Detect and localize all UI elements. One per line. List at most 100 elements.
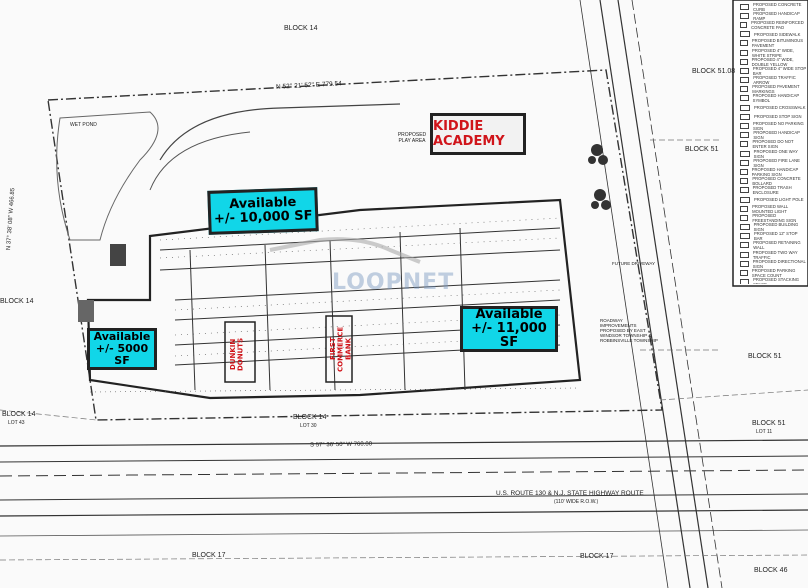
legend-label: PROPOSED HANDICAP SYMBOL [752,93,800,104]
bank-building [325,315,353,383]
legend-label: PROPOSED DIRECTIONAL SIGN [752,258,806,269]
legend-label: PROPOSED CONCRETE BOLLARD [752,176,801,187]
legend-swatch-icon [740,49,749,56]
play-area-label: PROPOSED PLAY AREA [397,132,427,144]
legend-swatch-icon [740,12,750,19]
legend-label: PROPOSED ONE WAY SIGN [753,148,798,159]
lot-label: LOT 43 [8,420,25,426]
legend-label: PROPOSED PARKING SPACE COUNT [751,268,796,279]
block-label: BLOCK 51 [685,146,719,153]
legend-item: PROPOSED TWO WAY TRAFFIC [734,249,807,260]
block-label: BLOCK 17 [192,552,226,559]
legend-item: PROPOSED CONCRETE BOLLARD [734,176,807,187]
legend-swatch-icon [740,168,748,175]
legend-item: PROPOSED TRAFFIC ARROW [734,75,807,85]
legend-label: PROPOSED CONCRETE CURB [753,2,802,12]
available-10000-building: Available +/- 10,000 SF [207,187,319,235]
legend-label: PROPOSED LIGHT POLE [754,197,804,203]
block-label: BLOCK 14 [2,411,36,418]
legend-swatch-icon [740,159,750,166]
property-boundary [47,69,663,421]
legend-item: PROPOSED PAVEMENT MARKINGS [734,84,807,94]
legend-label: PROPOSED 4" WIDE, WHITE STRIPE [752,47,795,58]
legend-label: PROPOSED REINFORCED CONCRETE PAD [751,19,804,30]
legend-item: PROPOSED 12" STOP BAR [734,231,807,242]
legend-item: PROPOSED FIRE LANE SIGN [734,157,807,168]
future-driveway-label: FUTURE DRIVEWAY [612,261,656,266]
watermark: LOOPNET [332,270,455,295]
block-label: BLOCK 51.08 [692,68,736,75]
legend-item: PROPOSED TRASH ENCLOSURE [734,185,807,196]
walkway [269,237,421,264]
legend-label: PROPOSED 4" WIDE, DOUBLE YELLOW [751,56,794,67]
block-label: BLOCK 14 [0,298,34,305]
block-label: BLOCK 51 [752,420,786,427]
legend-item: PROPOSED DO NOT ENTER SIGN [734,139,807,150]
legend-label: PROPOSED FIRE LANE SIGN [753,157,800,168]
wet-pond-outline [56,111,159,241]
available-11000-building: Available +/- 11,000 SF [460,306,558,352]
bank-label: FIRST COMMERCE BANK [329,326,353,372]
legend-swatch-icon [740,251,749,258]
road-sublabel: (110' WIDE R.O.W.) [554,499,599,505]
dumpster-pad [110,244,126,266]
legend-swatch-icon [740,104,750,111]
drive-curve-inner [149,131,251,191]
lot-label: LOT 11 [756,429,773,435]
legend-item: PROPOSED SIDEWALK [734,30,807,39]
transformer-pad [78,300,94,322]
available-label: Available [93,329,151,343]
lot-label: LOT 30 [300,423,317,429]
legend-label: PROPOSED RETAINING WALL [753,240,801,251]
legend-swatch-icon [740,132,750,139]
legend-item: PROPOSED WALL MOUNTED LIGHT [734,204,807,214]
legend-label: PROPOSED HANDICAP PARKING SIGN [751,166,799,177]
legend-item: PROPOSED REINFORCED CONCRETE PAD [734,19,807,30]
legend-label: PROPOSED TWO WAY TRAFFIC [752,249,798,260]
legend-swatch-icon [740,224,750,231]
legend-item: PROPOSED HANDICAP RAMP [734,10,807,21]
legend-swatch-icon [740,123,749,130]
legend-swatch-icon [740,141,749,148]
legend-item: PROPOSED CROSSWALK [734,103,807,112]
roadway-note: ROADWAY IMPROVEMENTS PROPOSED BY EAST WI… [600,318,658,343]
legend-label: PROPOSED DO NOT ENTER SIGN [752,139,794,150]
lot-lines [0,139,808,561]
kiddie-academy-label: KIDDIE ACADEMY [433,119,505,149]
legend-label: PROPOSED 4" WIDE STOP BAR [752,65,807,76]
legend-label: PROPOSED TRASH ENCLOSURE [752,185,792,196]
legend-swatch-icon [740,260,749,267]
kiddie-academy-building: KIDDIE ACADEMY [430,113,526,155]
legend-item: PROPOSED ONE WAY SIGN [734,148,807,159]
legend-item: PROPOSED 4" WIDE, DOUBLE YELLOW [734,56,807,67]
available-area: +/- 10,000 SF [213,208,313,227]
legend-swatch-icon [740,31,750,38]
landscape-shrubs [588,144,611,210]
legend-item: PROPOSED NO PARKING SIGN [734,121,807,132]
legend-swatch-icon [740,233,750,240]
legend-label: PROPOSED BUILDING SIGN [753,222,799,233]
legend-label: PROPOSED HANDICAP RAMP [753,10,800,21]
drive-curve [159,103,401,161]
legend-item: PROPOSED STOP SIGN [734,112,807,121]
legend-label: PROPOSED NO PARKING SIGN [752,121,804,132]
legend-item: PROPOSED HANDICAP PARKING SIGN [734,166,807,177]
legend-swatch-icon [740,113,750,120]
legend-swatch-icon [740,242,750,249]
block-label: BLOCK 14 [284,25,318,32]
legend-item: PROPOSED 4" WIDE, WHITE STRIPE [734,47,807,58]
legend-item: PROPOSED HANDICAP SIGN [734,130,807,140]
block-label: BLOCK 14 [293,414,327,421]
legend-swatch-icon [740,214,749,221]
legend-label: PROPOSED BITUMINOUS PAVEMENT [751,38,804,49]
block-label: BLOCK 46 [754,567,788,574]
block-label: BLOCK 17 [580,553,614,560]
legend-swatch-icon [740,21,748,28]
side-road [579,0,723,588]
parking-lot-outline [86,198,582,400]
legend-item: PROPOSED BITUMINOUS PAVEMENT [734,38,807,49]
legend-label: PROPOSED 12" STOP BAR [753,231,798,242]
legend-item: PROPOSED LIGHT POLE [734,195,807,204]
